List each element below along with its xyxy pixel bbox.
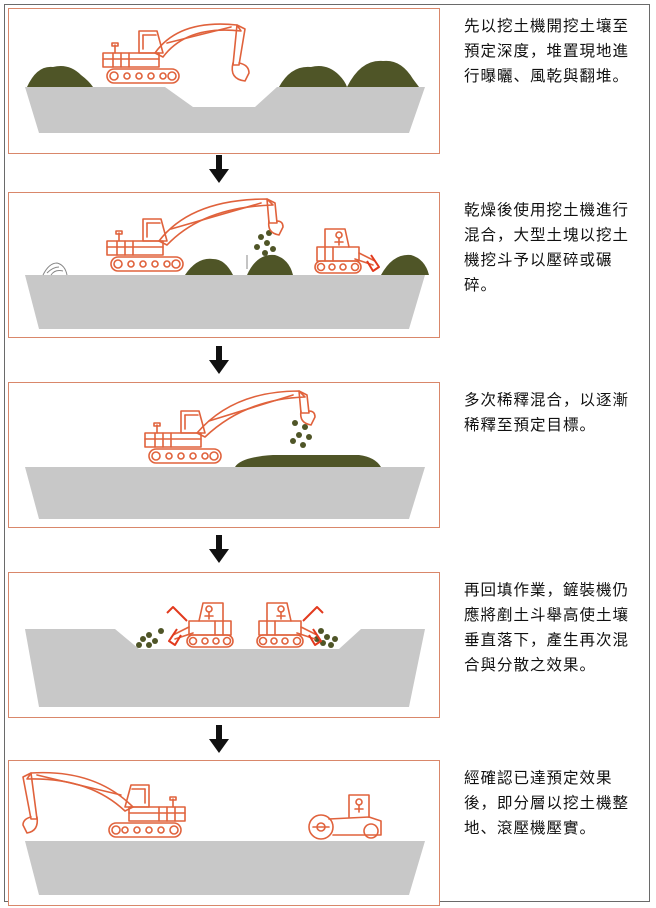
- step-3-scene: [25, 390, 425, 519]
- step-1: 先以挖土機開挖土壤至預定深度，堆置現地進行曝曬、風乾與翻堆。: [8, 8, 656, 156]
- step-2-caption: 乾燥後使用挖土機進行混合，大型土塊以挖土機挖斗予以壓碎或碾碎。: [464, 201, 630, 294]
- step-4-illustration: [8, 572, 440, 718]
- step-4: 再回填作業，鏟裝機仍應將剷土斗舉高使土壤垂直落下，產生再次混合與分散之效果。: [8, 572, 656, 720]
- step-1-scene: [25, 23, 425, 133]
- down-arrow-icon: [209, 155, 229, 183]
- step-5-illustration: [8, 760, 440, 906]
- step-2-scene: [25, 198, 429, 329]
- soil-pile: [279, 66, 347, 87]
- loader-icon: [166, 602, 234, 648]
- excavator-icon: [106, 198, 284, 272]
- down-arrow-icon: [209, 535, 229, 563]
- excavator-icon: [22, 771, 186, 838]
- falling-soil: [254, 230, 276, 256]
- step-5-scene: [22, 771, 425, 895]
- falling-soil: [136, 628, 338, 648]
- excavator-icon: [144, 390, 316, 464]
- soil-layer: [235, 455, 381, 467]
- ground: [25, 275, 425, 329]
- falling-soil: [290, 420, 312, 448]
- soil-pile: [347, 60, 419, 87]
- down-arrow-icon: [209, 725, 229, 753]
- step-2: 乾燥後使用挖土機進行混合，大型土塊以挖土機挖斗予以壓碎或碾碎。: [8, 192, 656, 340]
- step-5-caption: 經確認已達預定效果後，即分層以挖土機整地、滾壓機壓實。: [464, 769, 630, 837]
- step-3-caption: 多次稀釋混合，以逐漸稀釋至預定目標。: [464, 391, 630, 434]
- loader-icon: [256, 602, 324, 648]
- down-arrow-icon: [209, 346, 229, 374]
- soil-pile: [185, 258, 233, 275]
- excavator-icon: [102, 23, 250, 84]
- loader-icon: [314, 228, 380, 274]
- step-5: 經確認已達預定效果後，即分層以挖土機整地、滾壓機壓實。: [8, 760, 656, 908]
- step-4-scene: [25, 602, 425, 707]
- soil-pile: [381, 254, 429, 275]
- step-3: 多次稀釋混合，以逐漸稀釋至預定目標。: [8, 382, 656, 530]
- ground: [25, 841, 425, 895]
- step-1-illustration: [8, 8, 440, 154]
- soil-pile: [247, 254, 293, 275]
- ground-pit: [25, 629, 425, 707]
- crushed-soil-pile: [42, 262, 68, 276]
- soil-pile: [27, 66, 93, 87]
- step-1-caption: 先以挖土機開挖土壤至預定深度，堆置現地進行曝曬、風乾與翻堆。: [464, 17, 630, 85]
- ground-pit: [25, 87, 425, 133]
- step-3-illustration: [8, 382, 440, 528]
- step-4-caption: 再回填作業，鏟裝機仍應將剷土斗舉高使土壤垂直落下，產生再次混合與分散之效果。: [464, 581, 630, 674]
- step-2-illustration: [8, 192, 440, 338]
- ground: [25, 467, 425, 519]
- roller-icon: [308, 794, 382, 840]
